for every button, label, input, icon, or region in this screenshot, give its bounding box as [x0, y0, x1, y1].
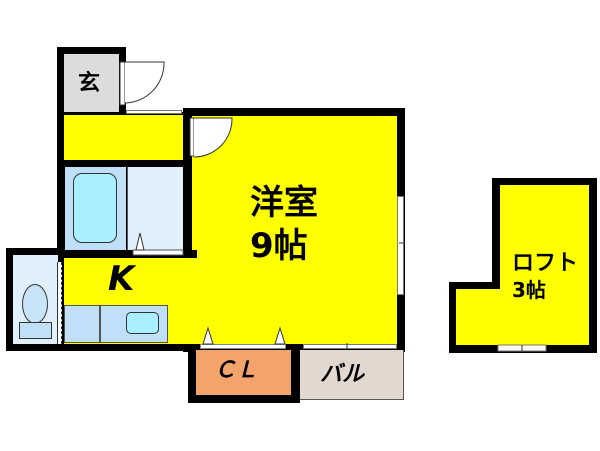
washroom-door[interactable] [132, 232, 184, 256]
closet-label: ＣＬ [214, 358, 259, 383]
closet-doors[interactable] [200, 344, 286, 349]
washroom-floor [127, 167, 186, 251]
closet-floor [196, 350, 291, 395]
kitchen-counter [64, 305, 100, 343]
hallway-floor [64, 115, 190, 160]
entrance-door[interactable] [119, 61, 165, 106]
room-door[interactable] [189, 117, 233, 158]
western-room-window[interactable] [397, 196, 404, 295]
loft-label: ロフト [512, 251, 579, 276]
toilet-door[interactable] [57, 262, 62, 344]
western-room-size: 9帖 [250, 226, 308, 266]
genkan-floor [64, 54, 119, 112]
balcony-floor [300, 350, 404, 400]
western-room-label: 洋室 [250, 183, 318, 223]
kitchen-sink [126, 312, 159, 334]
hallway-window[interactable] [126, 110, 182, 114]
kitchen-extend [186, 258, 198, 344]
loft-size: 3帖 [512, 278, 546, 302]
bathtub [73, 173, 117, 243]
balcony-window[interactable] [303, 344, 397, 349]
western-room-floor [192, 116, 397, 344]
kitchen-label: K [108, 259, 135, 299]
balcony-label: バル [320, 362, 365, 387]
genkan-label: 玄 [78, 71, 101, 96]
toilet-tank [19, 322, 52, 339]
